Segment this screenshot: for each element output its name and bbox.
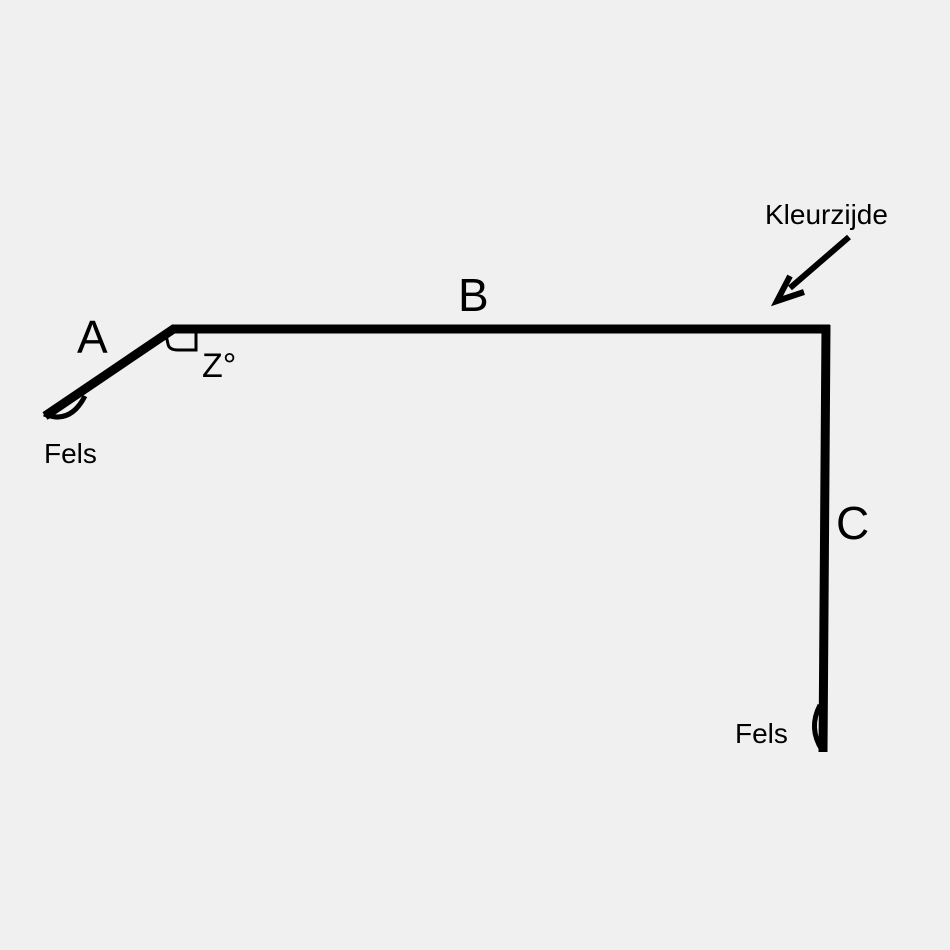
segment-c-label: C (836, 497, 869, 549)
angle-marker (164, 333, 198, 352)
fels-left-label: Fels (44, 438, 97, 469)
segment-a-line (42, 324, 178, 420)
fels-right-label: Fels (735, 718, 788, 749)
color-side-arrow-shaft (788, 234, 851, 291)
segment-a-label: A (77, 311, 108, 363)
fels-right-fold (812, 703, 825, 752)
angle-label: Z° (202, 347, 236, 385)
color-side-label: Kleurzijde (765, 199, 888, 230)
color-side-arrow-head (770, 274, 805, 307)
segment-c-line (818, 324, 831, 753)
segment-b-label: B (458, 269, 489, 321)
fels-left-fold (43, 394, 88, 420)
